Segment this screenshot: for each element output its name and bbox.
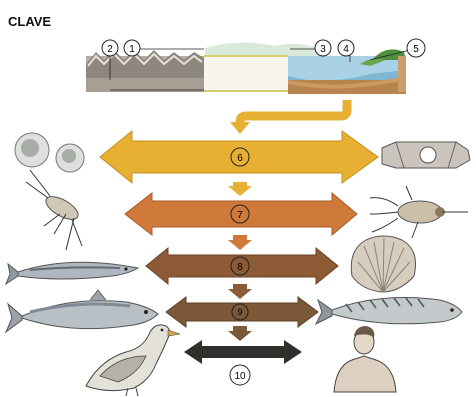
label-5: 5 [413,44,419,55]
down-arrow-6-7 [228,182,252,196]
label-7: 7 [237,210,243,221]
down-arrow-7-8 [228,235,252,250]
down-arrow-8-9 [228,284,252,299]
seabird-icon [86,325,180,396]
level-10-arrow [184,340,302,364]
label-8: 8 [237,262,243,273]
mackerel-icon [316,298,462,324]
label-10: 10 [234,371,246,382]
connector-arrow [230,100,347,134]
larva-icon [370,186,468,238]
label-4: 4 [343,44,349,55]
diatom-icon [382,142,470,168]
scallop-icon [351,236,415,292]
herring-icon [6,290,158,332]
label-9: 9 [237,307,242,317]
anchovy-icon [6,262,138,284]
algae-cells-icon [15,133,84,172]
label-2: 2 [107,44,113,55]
label-3: 3 [320,44,326,55]
copepod-icon [26,170,82,250]
down-arrow-9-10 [228,326,252,341]
label-6: 6 [237,153,243,164]
human-icon [334,326,396,392]
label-1: 1 [129,44,135,55]
